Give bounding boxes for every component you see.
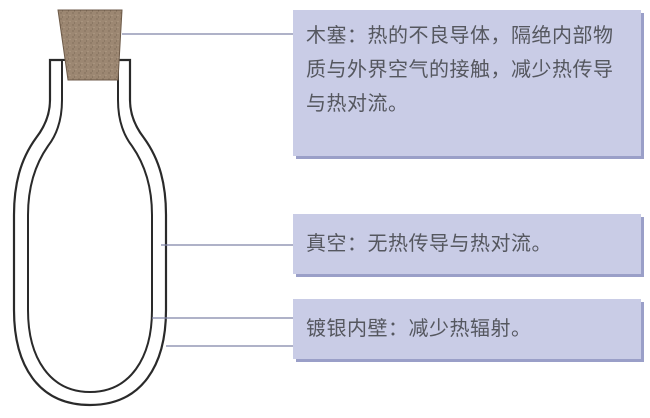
cork-label-text: 木塞：热的不良导体，隔绝内部物质与外界空气的接触，减少热传导与热对流。: [306, 23, 614, 115]
cork-label-box: 木塞：热的不良导体，隔绝内部物质与外界空气的接触，减少热传导与热对流。: [293, 10, 641, 156]
silver-wall-label-text: 镀银内壁：减少热辐射。: [306, 316, 532, 340]
vacuum-label-text: 真空：无热传导与热对流。: [306, 231, 552, 255]
flask-inner-wall: [27, 59, 153, 394]
cork-stopper: [57, 9, 123, 81]
vacuum-label-box: 真空：无热传导与热对流。: [293, 214, 641, 274]
silver-wall-label-box: 镀银内壁：减少热辐射。: [293, 299, 641, 359]
